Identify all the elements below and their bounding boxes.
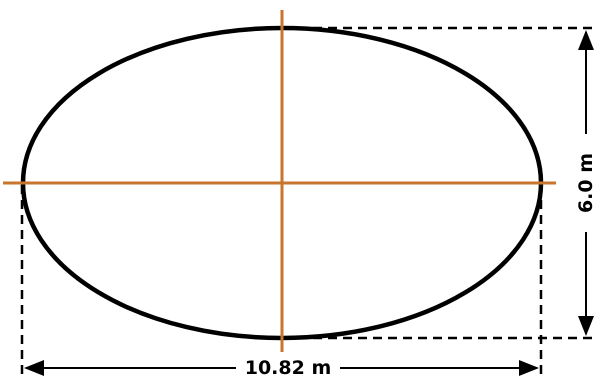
extension-lines	[20, 26, 598, 378]
height-dimension-label: 6.0 m	[575, 153, 597, 213]
center-axes	[3, 10, 556, 352]
width-dimension-label: 10.82 m	[245, 357, 332, 378]
